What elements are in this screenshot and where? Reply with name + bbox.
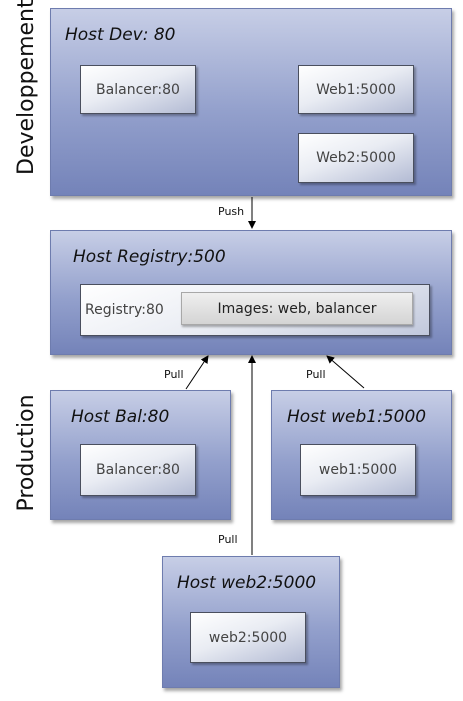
service-prod-balancer: Balancer:80 bbox=[80, 444, 196, 496]
pull-label-bal: Pull bbox=[164, 368, 184, 381]
pull-arrow-web1 bbox=[326, 355, 365, 389]
host-bal-title: Host Bal:80 bbox=[71, 407, 170, 427]
host-dev-title: Host Dev: 80 bbox=[65, 25, 176, 45]
pull-label-web2: Pull bbox=[218, 533, 238, 546]
service-dev-balancer: Balancer:80 bbox=[80, 65, 196, 114]
pull-arrow-bal bbox=[185, 355, 209, 390]
host-web1-title: Host web1:5000 bbox=[287, 407, 427, 427]
service-prod-web1: web1:5000 bbox=[300, 444, 416, 496]
registry-images: Images: web, balancer bbox=[181, 292, 413, 325]
service-dev-web1: Web1:5000 bbox=[298, 65, 414, 114]
service-prod-web2: web2:5000 bbox=[190, 612, 306, 663]
host-registry-title: Host Registry:500 bbox=[73, 247, 226, 267]
service-dev-web2: Web2:5000 bbox=[298, 133, 414, 183]
service-registry-label: Registry:80 bbox=[85, 302, 164, 318]
host-web2-title: Host web2:5000 bbox=[177, 573, 317, 593]
pull-label-web1: Pull bbox=[306, 368, 326, 381]
push-label: Push bbox=[218, 205, 245, 218]
